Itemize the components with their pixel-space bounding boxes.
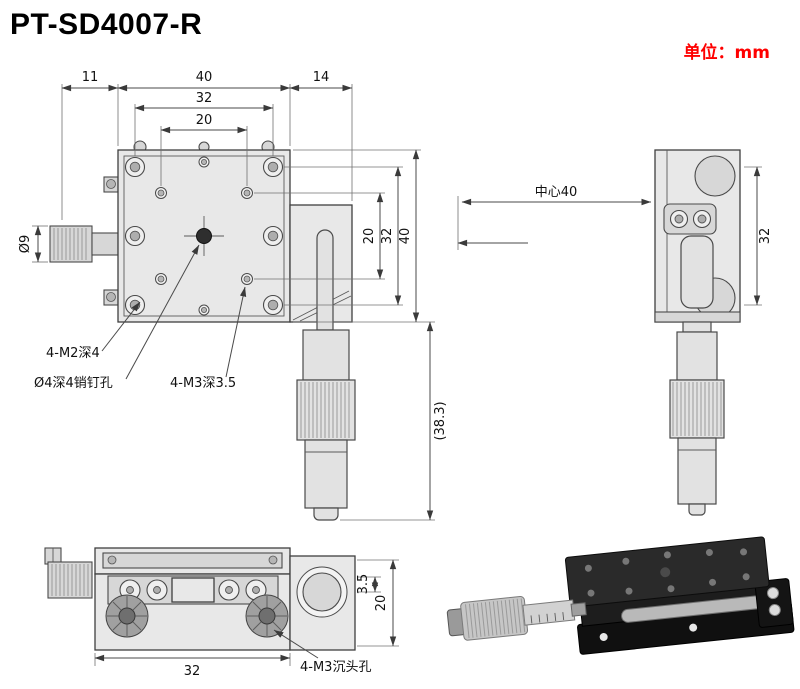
bottom-view: 32 3.5 20 4-M3沉头孔: [44, 547, 399, 679]
label-m3-holes: 4-M3深3.5: [170, 376, 236, 391]
dim-20-bottom: 20: [374, 595, 389, 612]
dim-20-right: 20: [362, 228, 377, 245]
label-m2-holes: 4-M2深4: [46, 346, 100, 361]
label-m3-csk: 4-M3沉头孔: [300, 660, 371, 675]
dim-dia9: Ø9: [18, 235, 33, 254]
label-pin-hole: Ø4深4销钉孔: [34, 376, 113, 391]
page-title: PT-SD4007-R: [10, 8, 203, 41]
dim-32-bottom: 32: [184, 664, 201, 679]
dim-38-3: (38.3): [433, 401, 448, 440]
dim-11: 11: [82, 70, 99, 85]
dimensions-bottom: [94, 559, 399, 666]
dim-14: 14: [313, 70, 330, 85]
bottom-knob: [44, 547, 93, 599]
center-pin-hole: [184, 216, 224, 256]
dim-40-right: 40: [398, 228, 413, 245]
bottom-block: [289, 555, 356, 651]
product-photo: [446, 536, 795, 655]
dim-3-5: 3.5: [356, 574, 371, 595]
side-body: [654, 149, 741, 323]
dim-20-top: 20: [196, 113, 213, 128]
counterbore-right: [245, 594, 289, 638]
top-plate-holes-photo: [584, 548, 750, 597]
micrometer-side: [669, 321, 725, 516]
dim-40-top: 40: [196, 70, 213, 85]
dim-center-40: 中心40: [535, 185, 578, 200]
unit-label: 单位：mm: [683, 43, 770, 63]
front-view: 11 40 14 32 20 Ø9 20 32 40 (38.3) 4-M2深4…: [18, 70, 448, 521]
dim-32-right: 32: [380, 228, 395, 245]
micrometer-photo: [446, 596, 587, 641]
side-view: 中心40 32: [457, 149, 773, 516]
drive-knob: [49, 225, 119, 263]
micrometer-front: [296, 229, 356, 521]
dim-32-top: 32: [196, 91, 213, 106]
dim-32-side: 32: [758, 228, 773, 245]
dimensions-front: [32, 84, 435, 521]
dimensions-side: [457, 166, 762, 306]
counterbore-left: [105, 594, 149, 638]
